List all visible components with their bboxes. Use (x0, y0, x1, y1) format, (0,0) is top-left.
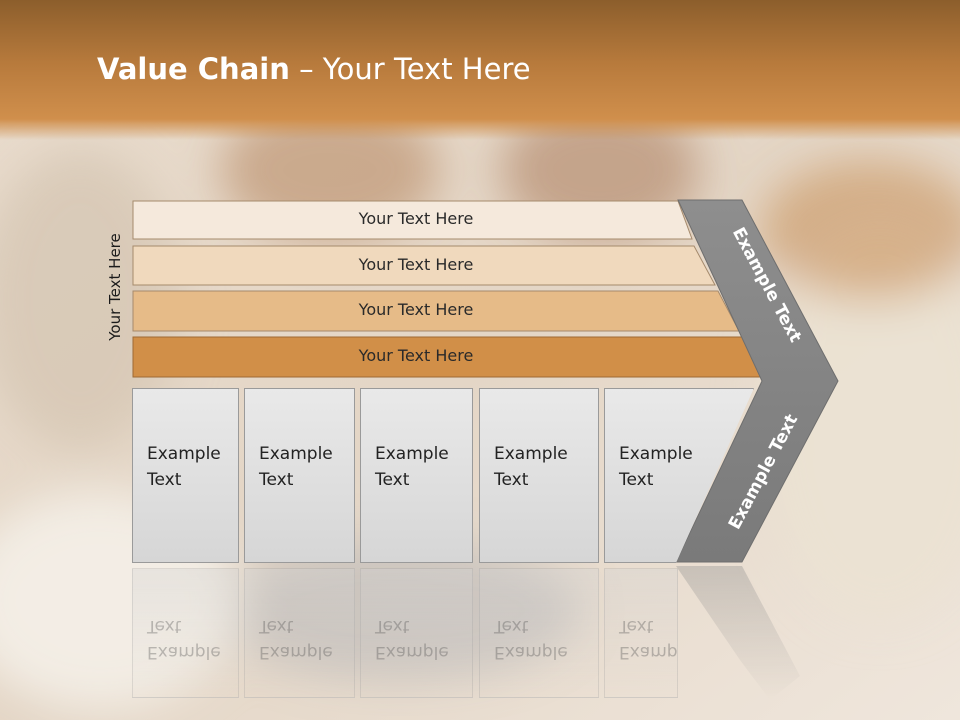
title-rest: – Your Text Here (289, 52, 531, 86)
example-box-1-text: Example Text (147, 444, 221, 490)
example-box-4-text: Example Text (494, 444, 568, 490)
example-box-3-reflection-text: Example Text (375, 616, 449, 662)
chevron-arrow (675, 199, 839, 563)
example-box-4: Example Text (479, 388, 599, 563)
example-box-3-text: Example Text (375, 444, 449, 490)
example-box-5-reflection-text: Example Text (619, 616, 678, 662)
example-box-1-reflection: Example Text (132, 568, 239, 698)
example-box-2-reflection: Example Text (244, 568, 355, 698)
example-box-5-reflection: Example Text (604, 568, 678, 698)
row-label-1: Your Text Here (358, 209, 474, 228)
row-label-3: Your Text Here (358, 300, 474, 319)
chevron-reflection (676, 566, 800, 700)
example-box-1: Example Text (132, 388, 239, 563)
example-box-3: Example Text (360, 388, 473, 563)
row-label-4: Your Text Here (358, 346, 474, 365)
header-band (0, 0, 960, 140)
row-band-2 (132, 245, 716, 286)
row-label-2: Your Text Here (358, 255, 474, 274)
example-box-2-reflection-text: Example Text (259, 616, 333, 662)
example-box-4-reflection-text: Example Text (494, 616, 568, 662)
example-box-2: Example Text (244, 388, 355, 563)
example-box-5-text: Example Text (619, 444, 693, 490)
row-band-1 (132, 200, 693, 240)
example-box-2-text: Example Text (259, 444, 333, 490)
title-bold: Value Chain (97, 52, 290, 86)
example-box-4-reflection: Example Text (479, 568, 599, 698)
example-box-1-reflection-text: Example Text (147, 616, 221, 662)
example-box-3-reflection: Example Text (360, 568, 473, 698)
slide-title: Value Chain – Your Text Here (97, 52, 531, 86)
